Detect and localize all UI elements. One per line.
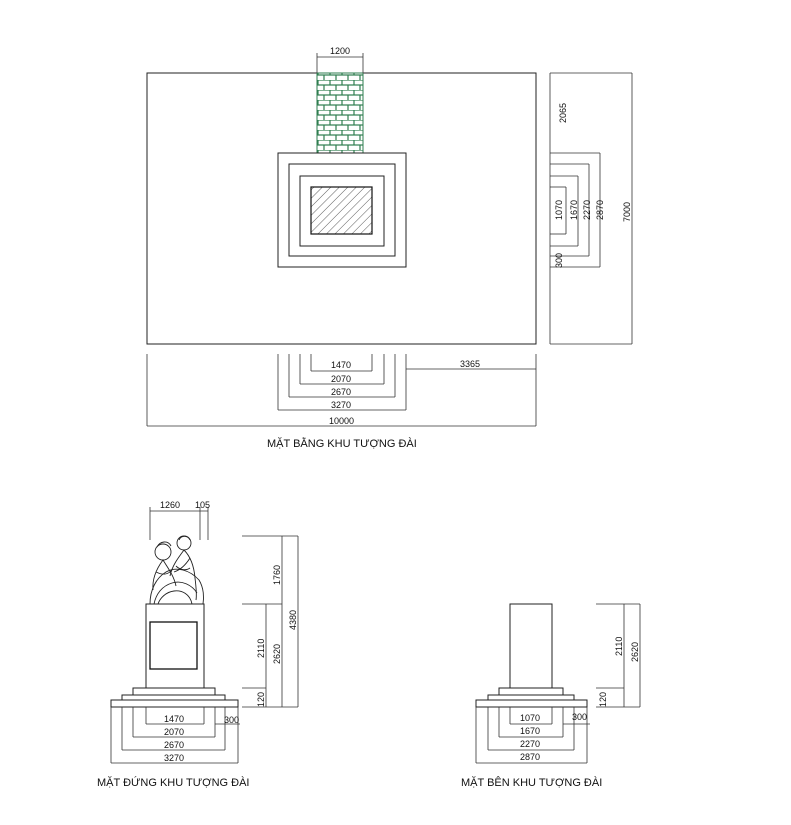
front-dim-bottom-2070: 2070: [164, 727, 184, 737]
front-elevation: 1260 105 1760 4380 2110 2620 120 1470 20…: [97, 500, 299, 789]
plan-dim-bottom-2670: 2670: [331, 387, 351, 397]
front-dim-top-1260: 1260: [160, 500, 180, 510]
front-dim-bottom-1470: 1470: [164, 714, 184, 724]
plan-base-step-3: [288, 163, 396, 257]
plan-dim-right-1070: 1070: [554, 200, 564, 220]
side-dim-right-2110: 2110: [614, 637, 624, 656]
plan-base-step-4: [277, 152, 407, 268]
side-dim-bottom-2870: 2870: [520, 752, 540, 762]
side-dim-bottom-1670: 1670: [520, 726, 540, 736]
plan-statue-pedestal-hatched: [310, 186, 373, 235]
plan-dim-top-width: 1200: [330, 46, 350, 56]
side-step-4: [475, 699, 588, 708]
plan-dim-right-step: 300: [554, 253, 564, 268]
front-step-4: [110, 699, 239, 708]
plan-dim-bottom-offset: 3365: [460, 359, 480, 369]
plan-dim-bottom-3270: 3270: [331, 400, 351, 410]
front-dim-right-1760: 1760: [272, 565, 282, 585]
side-elevation: 2110 2620 120 1070 1670 2270 2870 300 MẶ…: [461, 603, 641, 789]
plan-dim-bottom-total: 10000: [329, 416, 354, 426]
plan-brick-path: [316, 72, 364, 154]
statue-figures-sketch: [149, 535, 204, 605]
side-dim-right-120: 120: [598, 692, 608, 707]
plan-dim-bottom-2070: 2070: [331, 374, 351, 384]
front-dim-bottom-3270: 3270: [164, 753, 184, 763]
front-pedestal-plaque: [149, 621, 198, 670]
side-elevation-title: MẶT BÊN KHU TƯỢNG ĐÀI: [461, 776, 602, 789]
side-pedestal: [509, 603, 553, 689]
plan-dim-right-total: 7000: [622, 202, 632, 222]
plan-dim-bottom-1470: 1470: [331, 360, 351, 370]
front-dim-right-2620: 2620: [272, 644, 282, 664]
plan-dim-right-2870: 2870: [595, 200, 605, 220]
plan-dim-right-2270: 2270: [582, 200, 592, 220]
front-dim-right-4380: 4380: [288, 610, 298, 630]
front-pedestal: [145, 603, 205, 689]
front-elevation-title: MẶT ĐỨNG KHU TƯỢNG ĐÀI: [97, 776, 250, 789]
side-dim-bottom-1070: 1070: [520, 713, 540, 723]
side-step-2: [498, 687, 564, 696]
front-dim-top-105: 105: [195, 500, 210, 510]
side-step-3: [487, 694, 575, 701]
side-dim-bottom-2270: 2270: [520, 739, 540, 749]
plan-dim-right-top: 2065: [558, 103, 568, 123]
front-step-3: [121, 694, 226, 701]
plan-view-title: MẶT BẰNG KHU TƯỢNG ĐÀI: [267, 437, 417, 450]
front-dim-right-2110: 2110: [256, 639, 266, 658]
side-dim-step-300: 300: [572, 712, 587, 722]
plan-view: 1200 2065 1070 1670 2270 2870 7000 300: [146, 46, 633, 450]
plan-base-step-2: [299, 175, 385, 247]
plan-dim-right-1670: 1670: [569, 200, 579, 220]
front-dim-bottom-2670: 2670: [164, 740, 184, 750]
front-step-2: [132, 687, 216, 696]
side-dim-right-2620: 2620: [630, 642, 640, 662]
front-dim-right-120: 120: [256, 692, 266, 707]
front-dim-step-300: 300: [224, 715, 239, 725]
